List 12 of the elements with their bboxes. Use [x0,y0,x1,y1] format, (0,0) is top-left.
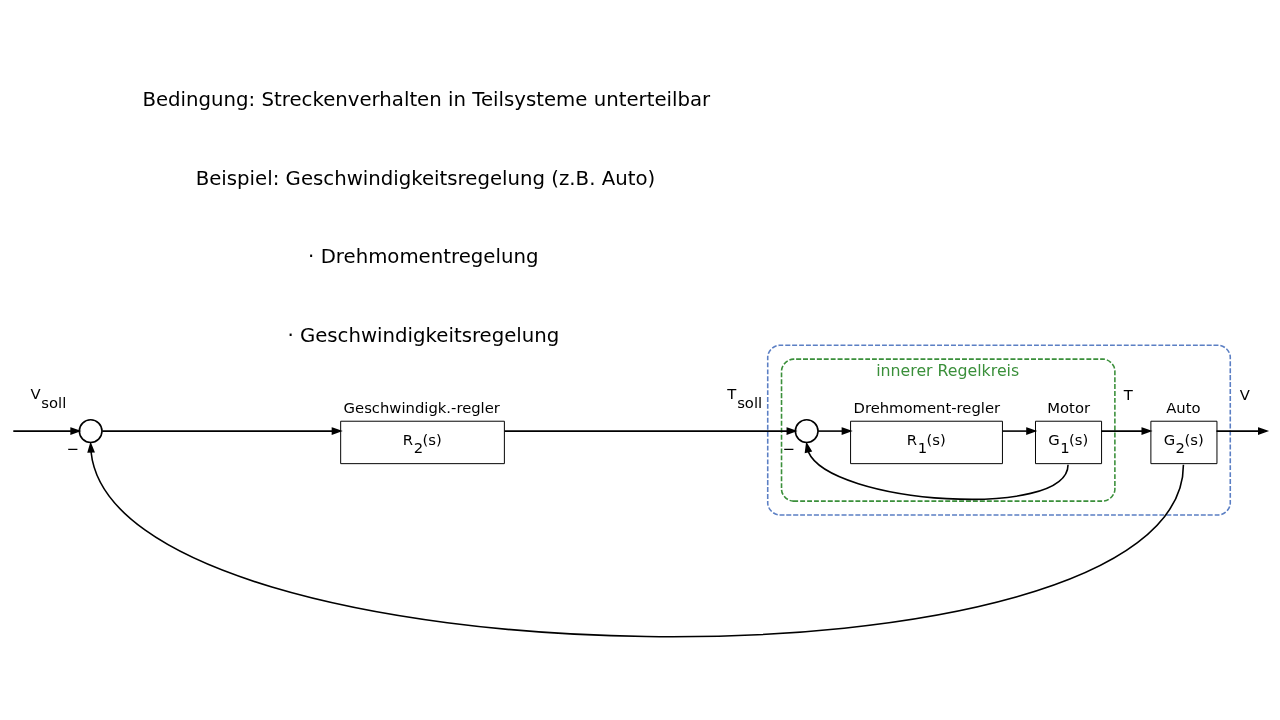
label: Bedingung: Streckenverhalten in Teilsysteme unterteilbar [142,87,711,111]
node-label: Geschwindigk.-regler [343,399,500,417]
label: · Drehmomentregelung [308,245,539,269]
node-label: Drehmoment-regler [853,399,1001,417]
node-label: Motor [1047,399,1091,417]
edge-label: T [1123,386,1133,404]
label: · Geschwindigkeitsregelung [287,324,560,348]
node-label: − [66,440,79,458]
node-label: − [782,440,795,458]
node-label: Auto [1166,399,1201,417]
edge-label: V [1239,386,1250,404]
label: Beispiel: Geschwindigkeitsregelung (z.B. Auto) [195,166,656,190]
